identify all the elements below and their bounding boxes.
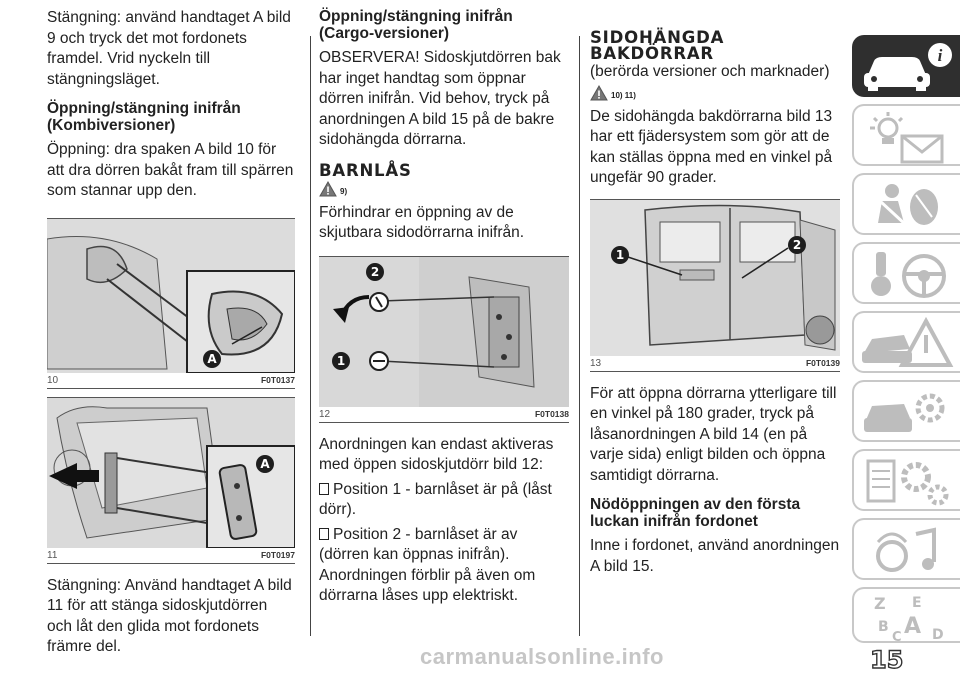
paragraph: Anordningen kan endast aktiveras med öpp… [319, 435, 554, 474]
tab-technical-data[interactable] [852, 449, 960, 511]
sliding-door-illustration: A [47, 397, 295, 548]
car-info-icon: i [864, 43, 952, 91]
figure-caption: 13 F0T0139 [590, 356, 840, 372]
tab-safety[interactable] [852, 173, 960, 235]
callout-1 [611, 245, 629, 264]
bullet-marker [319, 527, 329, 540]
maintenance-icon [864, 393, 945, 432]
child-lock-illustration: 2 1 [319, 256, 569, 407]
section-title: SIDOHÄNGDA BAKDÖRRAR [590, 28, 725, 63]
figure-image: A [47, 397, 295, 548]
svg-text:i: i [938, 46, 943, 65]
figure-code: F0T0197 [260, 549, 295, 560]
svg-text:Z: Z [874, 594, 886, 613]
section-title: BARNLÅS [319, 160, 412, 180]
column-1: Stängning: använd handtaget A bild 9 och… [47, 0, 295, 658]
svg-text:B: B [878, 619, 889, 635]
paragraph: OBSERVERA! Sidoskjutdörren bak har inget… [319, 49, 561, 148]
starting-driving-icon [871, 252, 946, 298]
svg-text:A: A [904, 614, 921, 639]
callout-1-label: 1 [337, 354, 345, 368]
warning-number: 9) [340, 187, 348, 196]
rear-doors-illustration: 1 2 [590, 199, 840, 356]
section-heading: Öppning/stängning inifrån (Kombiversione… [47, 100, 241, 134]
figure-11: A 11 F0T0197 [47, 396, 295, 564]
tab-multimedia[interactable] [852, 518, 960, 580]
warning-triangle-icon [319, 180, 337, 196]
tab-starting-driving[interactable] [852, 242, 960, 304]
safety-airbag-icon [878, 184, 938, 227]
gears-icon [866, 459, 949, 506]
subtitle: (berörda versioner och marknader) [590, 63, 830, 80]
svg-text:C: C [892, 630, 902, 643]
paragraph: De sidohängda bakdörrarna bild 13 har et… [590, 107, 833, 187]
figure-number: 12 [319, 408, 331, 420]
figure-12: 2 1 12 F0T0138 [319, 255, 569, 423]
warning-triangle-icon [590, 84, 608, 100]
callout-2-label: 2 [793, 238, 801, 252]
svg-text:E: E [912, 595, 922, 611]
tab-index[interactable]: Z E B A C D [852, 587, 960, 643]
paragraph: Öppning: dra spaken A bild 10 för att dr… [47, 141, 294, 199]
tab-maintenance[interactable] [852, 380, 960, 442]
multimedia-icon [876, 527, 936, 572]
callout-2-label: 2 [371, 265, 379, 279]
bullet-text: Position 2 - barnlåset är av (dörren kan… [319, 525, 518, 564]
tab-dashboard-lights[interactable] [852, 104, 960, 166]
figure-caption: 10 F0T0137 [47, 373, 295, 389]
paragraph: För att öppna dörrarna ytterligare till … [590, 384, 837, 484]
callout-a-label: A [260, 457, 270, 471]
figure-code: F0T0138 [534, 408, 569, 419]
tab-car-info[interactable]: i [852, 35, 960, 97]
warning-reference: 10) 11) [590, 84, 840, 101]
bullet-marker [319, 482, 329, 495]
figure-code: F0T0137 [260, 374, 295, 385]
figure-image: 2 1 [319, 256, 569, 407]
section-heading: Nödöppningen av den första luckan inifrå… [590, 496, 801, 530]
bullet-item: Position 2 - barnlåset är av (dörren kan… [319, 525, 569, 566]
figure-image: A [47, 218, 295, 373]
column-divider [579, 36, 580, 636]
callout-a [203, 349, 221, 368]
paragraph: Inne i fordonet, använd anordningen A bi… [590, 537, 840, 575]
bullet-text: Position 1 - barnlåset är på (låst dörr)… [319, 480, 552, 519]
arrow-left-icon [49, 462, 99, 489]
paragraph: Förhindrar en öppning av de skjutbara si… [319, 203, 525, 242]
figure-10: A 10 F0T0137 [47, 217, 295, 389]
page-number: 15 [869, 645, 904, 674]
figure-caption: 12 F0T0138 [319, 407, 569, 423]
dashboard-lights-icon [870, 112, 944, 164]
tab-emergency[interactable] [852, 311, 960, 373]
warning-number: 10) 11) [611, 91, 636, 100]
column-divider [310, 36, 311, 636]
column-2: Öppning/stängning inifrån (Cargo-version… [319, 0, 569, 607]
paragraph: Stängning: Använd handtaget A bild 11 fö… [47, 576, 292, 656]
figure-number: 11 [47, 549, 58, 561]
figure-code: F0T0139 [805, 357, 840, 368]
callout-2 [366, 262, 384, 281]
column-3: SIDOHÄNGDA BAKDÖRRAR (berörda versioner … [590, 0, 840, 577]
callout-2 [788, 235, 806, 254]
paragraph: Stängning: använd handtaget A bild 9 och… [47, 9, 291, 88]
section-heading: Öppning/stängning inifrån (Cargo-version… [319, 8, 513, 42]
figure-number: 13 [590, 357, 602, 369]
callout-a-label: A [207, 352, 217, 366]
watermark: carmanualsonline.info [420, 644, 664, 669]
callout-1-label: 1 [616, 248, 624, 262]
emergency-icon [862, 316, 954, 367]
door-handle-illustration: A [47, 218, 295, 373]
figure-image: 1 2 [590, 199, 840, 356]
warning-reference: 9) [319, 180, 569, 197]
svg-text:D: D [932, 627, 944, 643]
bullet-item: Position 1 - barnlåset är på (låst dörr)… [319, 480, 569, 521]
callout-a [256, 454, 274, 473]
index-icon: Z E B A C D [874, 594, 944, 643]
figure-13: 1 2 13 F0T0139 [590, 198, 840, 372]
paragraph: Anordningen förblir på även om dörrarna … [319, 566, 536, 605]
callout-1 [332, 351, 350, 370]
figure-number: 10 [47, 374, 59, 386]
figure-caption: 11 F0T0197 [47, 548, 295, 564]
